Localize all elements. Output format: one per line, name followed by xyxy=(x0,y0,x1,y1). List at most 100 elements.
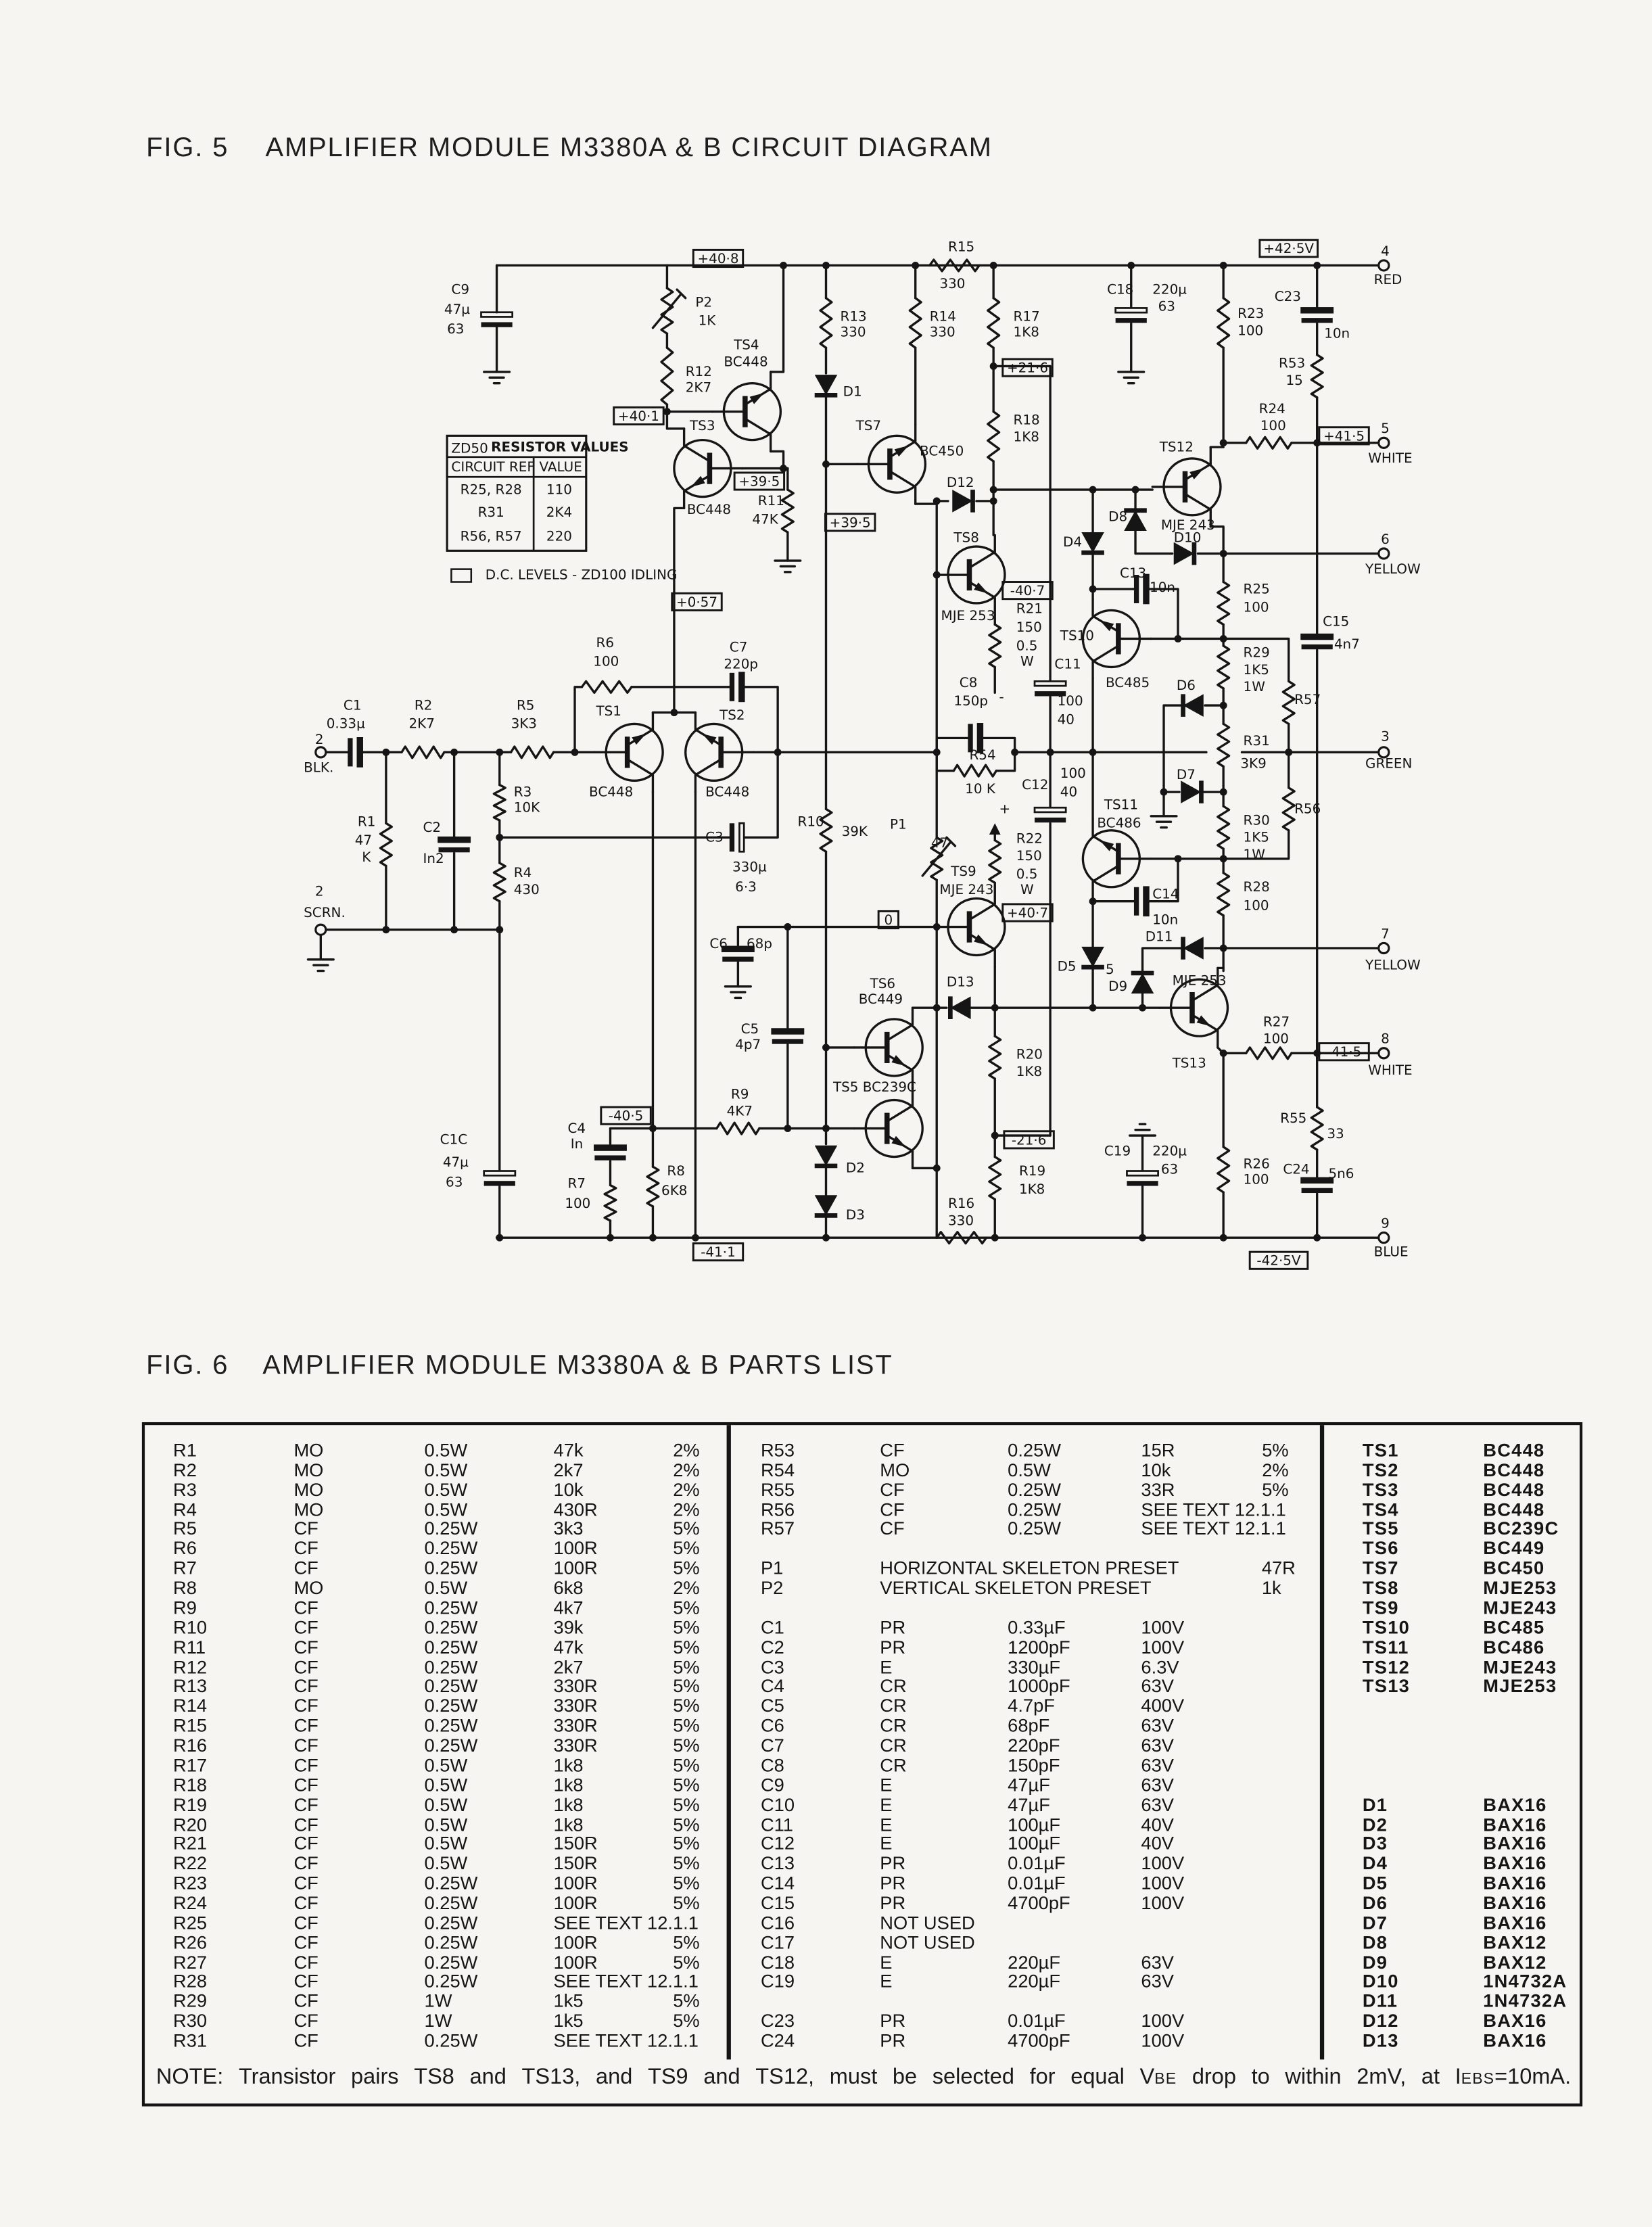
diode-symbol xyxy=(1173,542,1194,565)
component-label-p1: P1 xyxy=(890,817,907,833)
part-type: E xyxy=(880,1971,893,1992)
terminal-pin xyxy=(1377,1047,1390,1060)
part-ref: R6 xyxy=(173,1537,197,1560)
part-value: 100R xyxy=(553,1931,598,1953)
resistor-r15 xyxy=(928,258,981,273)
terminal-number: 2 xyxy=(315,883,324,899)
part-rating: 0.5W xyxy=(424,1754,468,1776)
part-tolerance: 5% xyxy=(673,1675,700,1697)
resistor-r53 xyxy=(1310,354,1324,399)
wire xyxy=(626,758,655,793)
component-label-c4v: In xyxy=(571,1136,584,1152)
part-type: CR xyxy=(880,1695,907,1717)
part-ref: R53 xyxy=(760,1439,795,1461)
wire xyxy=(744,686,779,754)
component-label-c24: C24 xyxy=(1283,1162,1309,1177)
part-ref: R18 xyxy=(173,1774,208,1796)
junction-dot xyxy=(450,926,458,934)
terminal-colour-label: YELLOW xyxy=(1365,561,1421,577)
part-tolerance: 2% xyxy=(673,1439,700,1461)
part-ref: D13 xyxy=(1362,2030,1399,2051)
component-label-d6: D6 xyxy=(1177,678,1196,693)
part-voltage: 400V xyxy=(1141,1695,1185,1717)
table-cell: 110 xyxy=(546,482,572,497)
part-ref: C13 xyxy=(760,1852,795,1874)
dc-level-value: -21·6 xyxy=(1012,1132,1047,1148)
part-ref: R20 xyxy=(173,1813,208,1835)
diode-symbol xyxy=(814,375,838,396)
part-ref: R21 xyxy=(173,1833,208,1854)
component-label-r57: R57 xyxy=(1294,692,1321,707)
part-rating: 0.25W xyxy=(424,1734,478,1756)
emitter-arrow xyxy=(1100,619,1114,632)
part-ref: C12 xyxy=(760,1833,795,1854)
part-type-number: 1N4732A xyxy=(1483,1971,1567,1992)
component-label-r1k: K xyxy=(362,849,371,865)
wire xyxy=(1209,525,1225,584)
part-type: PR xyxy=(880,1636,906,1658)
component-label-r2: R2 xyxy=(415,697,433,713)
component-label-r55: R55 xyxy=(1280,1110,1306,1126)
part-value: 68pF xyxy=(1008,1714,1050,1737)
part-type: MO xyxy=(880,1459,910,1480)
note-word: TS13, xyxy=(521,2065,581,2090)
part-ref: C18 xyxy=(760,1951,795,1973)
part-ref: C9 xyxy=(760,1774,784,1796)
component-label-r29v: 1K5 xyxy=(1244,662,1269,678)
component-label-r4: R4 xyxy=(514,865,532,881)
circuit-diagram: +40·8+40·1+39·5+39·5+0·57+21·6-40·7+40·7… xyxy=(304,239,1421,1270)
junction-dot xyxy=(691,1234,699,1242)
component-label-r30v: 1K5 xyxy=(1244,830,1269,845)
part-type: PR xyxy=(880,1616,906,1638)
component-label-c8: C8 xyxy=(960,675,978,690)
resistor-r2 xyxy=(400,745,446,759)
part-voltage: 100V xyxy=(1141,1636,1185,1658)
component-label-d4: D4 xyxy=(1063,534,1082,550)
junction-dot xyxy=(780,465,787,473)
capacitor-plate xyxy=(348,738,353,767)
part-type: CF xyxy=(293,1931,318,1953)
part-rating: 0.5W xyxy=(424,1478,468,1500)
part-voltage: 6.3V xyxy=(1141,1656,1179,1677)
wire xyxy=(1134,530,1174,555)
component-label-r25v: 100 xyxy=(1244,600,1269,615)
part-value: SEE TEXT 12.1.1 xyxy=(553,1911,699,1933)
component-label-c1: C1 xyxy=(344,697,362,713)
component-label-r3: R3 xyxy=(514,784,532,799)
component-label-ts11: TS11 xyxy=(1104,797,1138,812)
part-tolerance: 5% xyxy=(673,1813,700,1835)
part-value: 220µF xyxy=(1008,1971,1061,1992)
component-label-d5: D5 xyxy=(1058,959,1077,975)
component-label-d10: D10 xyxy=(1174,530,1202,546)
part-rating: 0.25W xyxy=(1008,1478,1062,1500)
part-tolerance: 5% xyxy=(673,1597,700,1618)
component-label-r14: R14 xyxy=(930,308,956,324)
part-type: CF xyxy=(293,1872,318,1894)
part-voltage: 63V xyxy=(1141,1754,1175,1776)
junction-dot xyxy=(607,1234,614,1242)
component-label-c14v: 10n xyxy=(1152,912,1178,927)
part-tolerance: 5% xyxy=(673,1714,700,1737)
part-value: 430R xyxy=(553,1498,598,1520)
part-ref: TS3 xyxy=(1362,1478,1399,1500)
column-divider xyxy=(726,1425,730,2060)
part-type-number: BAX16 xyxy=(1483,1872,1547,1894)
junction-dot xyxy=(822,262,830,269)
part-ref: C11 xyxy=(760,1813,793,1835)
part-tolerance: 5% xyxy=(673,1695,700,1717)
junction-dot xyxy=(991,1004,999,1012)
part-ref: R54 xyxy=(760,1459,795,1480)
part-type: E xyxy=(880,1774,893,1796)
component-label-ts1t: BC448 xyxy=(589,784,633,799)
part-ref: P1 xyxy=(760,1557,784,1579)
resistor-r25 xyxy=(1217,580,1231,626)
dc-level-value: -40·7 xyxy=(1010,583,1045,599)
terminal-pin xyxy=(1377,746,1390,759)
part-tolerance: 5% xyxy=(673,1990,700,2012)
component-label-d11: D11 xyxy=(1146,929,1173,945)
part-ref: R13 xyxy=(173,1675,208,1697)
part-type: E xyxy=(880,1656,893,1677)
component-label-ts3: TS3 xyxy=(689,418,715,433)
terminal-pin xyxy=(1377,1232,1390,1244)
